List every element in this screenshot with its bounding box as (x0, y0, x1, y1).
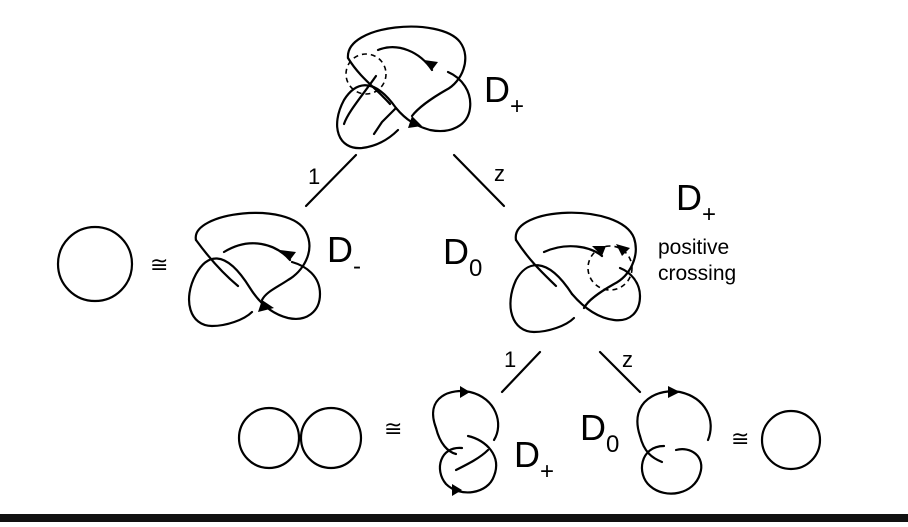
bottom-right-link (636, 386, 712, 495)
left-unknot-circle (56, 225, 134, 303)
root-label: D+ (484, 69, 525, 120)
root-trefoil-knot (336, 25, 472, 150)
bottom-unknot-1 (237, 406, 301, 470)
middle-knot-diagram (509, 211, 642, 334)
left-trefoil-arrow-icon-2 (258, 300, 274, 312)
middle-arrow-icon-2 (616, 244, 630, 256)
bottom-right-label: D0 (580, 407, 620, 458)
bottom-right-unknot (760, 409, 822, 471)
edge-label-root-right: z (494, 161, 505, 186)
bottom-middle-arrow-icon (460, 386, 470, 398)
left-trefoil-knot (187, 211, 322, 328)
edge-label-root-left: 1 (308, 164, 321, 189)
branch-root-right (452, 153, 506, 208)
left-trefoil-label: D- (327, 229, 361, 280)
bottom-right-arrow-icon (668, 386, 680, 398)
iso-symbol-3: ≅ (731, 426, 750, 451)
middle-label: D0 (443, 231, 483, 282)
positive-crossing-note-line2: crossing (658, 262, 737, 285)
bottom-middle-arrow-icon-2 (452, 484, 462, 496)
bottom-bar (0, 514, 908, 522)
positive-crossing-note-line1: positive (658, 236, 730, 259)
branch-middle-left (500, 350, 542, 394)
iso-symbol-2: ≅ (384, 416, 403, 441)
edge-label-middle-left: 1 (504, 347, 517, 372)
edge-label-middle-right: z (622, 347, 633, 372)
middle-right-label: D+ (676, 177, 717, 228)
branch-middle-right (598, 350, 642, 394)
root-crossing-circle (345, 53, 387, 95)
bottom-middle-link (432, 386, 500, 496)
middle-crossing-circle (587, 245, 633, 291)
root-arrow-icon-2 (408, 116, 422, 128)
bottom-left-label: D+ (514, 434, 555, 485)
left-trefoil-arrow-icon (280, 250, 296, 260)
iso-symbol-1: ≅ (150, 252, 169, 277)
root-arrow-icon (424, 60, 438, 70)
middle-arrow-icon (592, 246, 606, 256)
bottom-unknot-2 (299, 406, 363, 470)
branch-root-left (304, 153, 358, 208)
